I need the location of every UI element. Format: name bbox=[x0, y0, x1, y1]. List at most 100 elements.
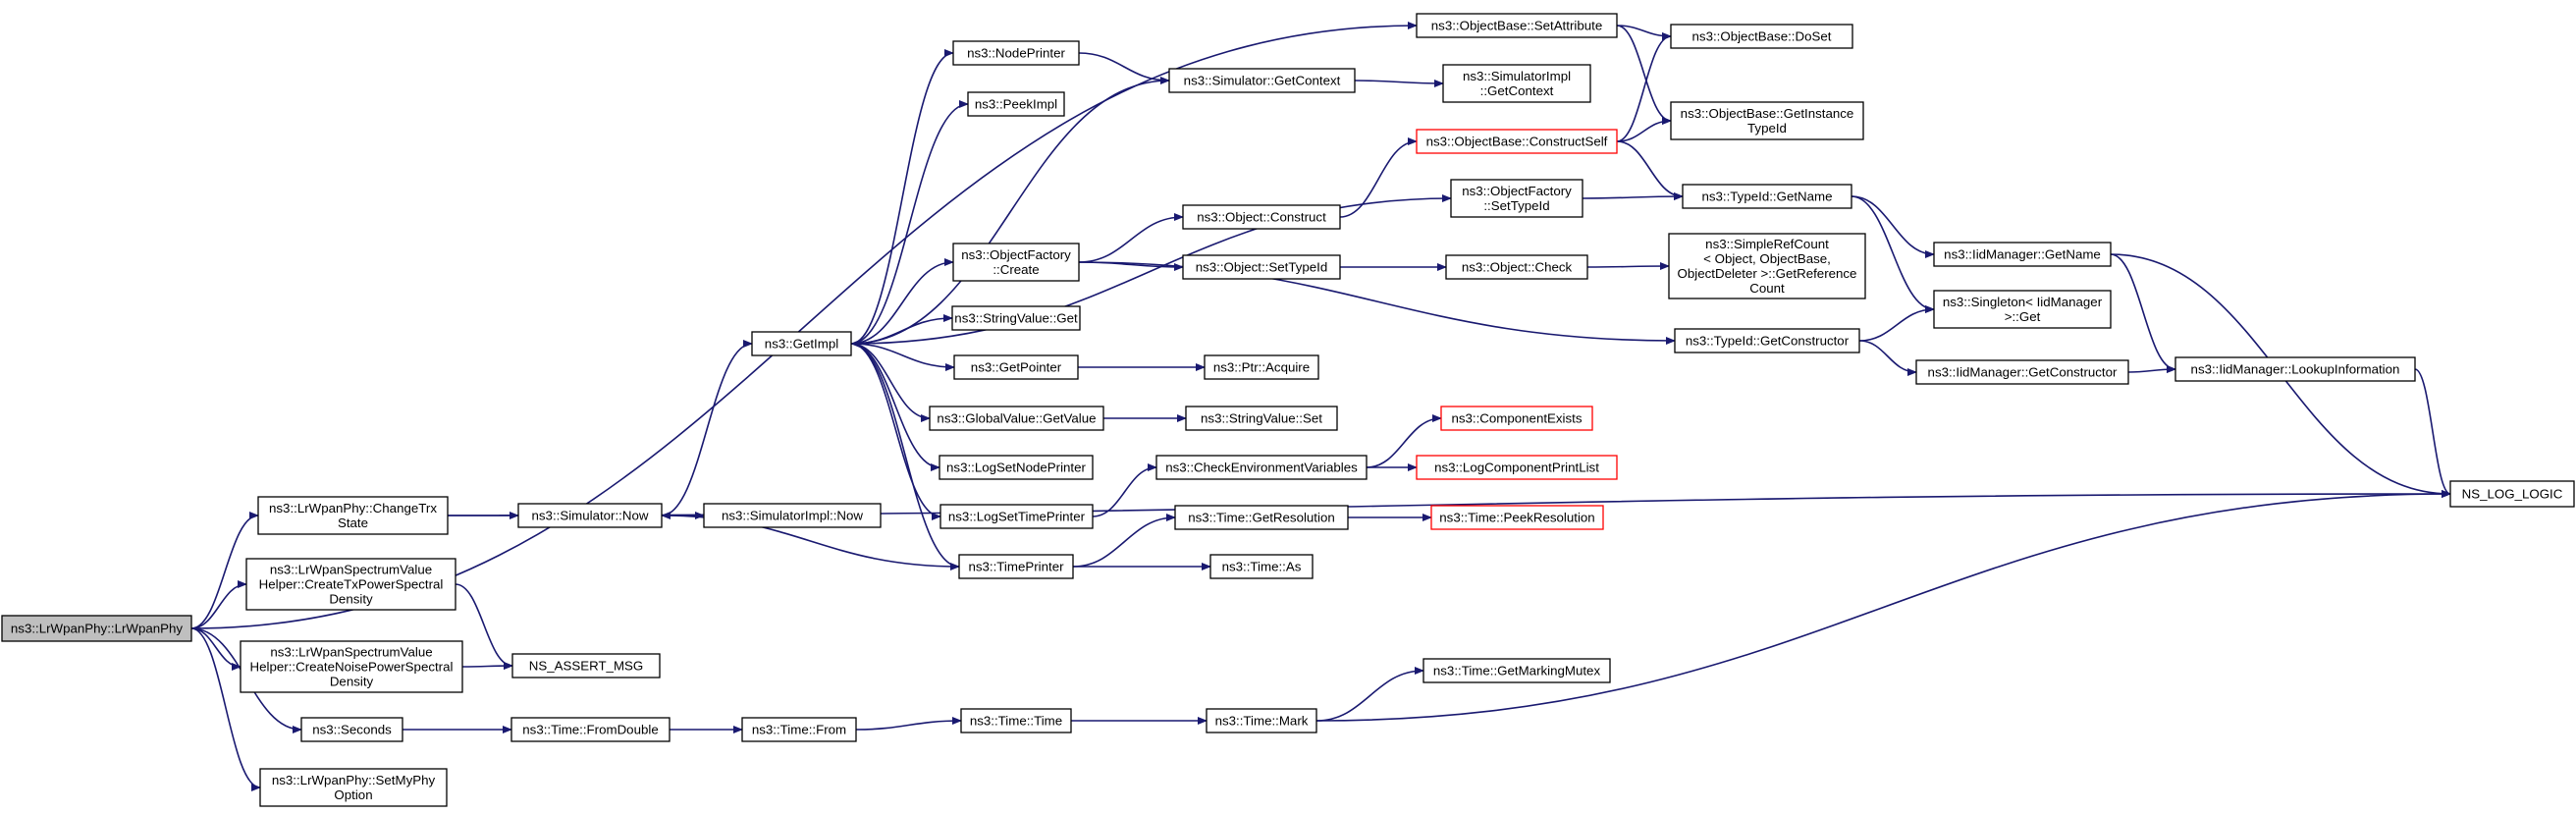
node-objfactorycreate[interactable]: ns3::ObjectFactory::Create bbox=[952, 243, 1080, 282]
node-box bbox=[300, 717, 403, 742]
node-box bbox=[1422, 658, 1611, 683]
edge-getimpl-to-logsetnodeprinter bbox=[850, 343, 940, 471]
edge-timeprinter-to-timegetres bbox=[1072, 514, 1176, 568]
node-timegetres[interactable]: ns3::Time::GetResolution bbox=[1174, 505, 1349, 530]
node-box bbox=[1933, 242, 2112, 267]
node-box bbox=[960, 708, 1072, 733]
node-iidgetname[interactable]: ns3::IidManager::GetName bbox=[1933, 242, 2112, 267]
node-checkenv[interactable]: ns3::CheckEnvironmentVariables bbox=[1155, 455, 1368, 480]
node-timemark[interactable]: ns3::Time::Mark bbox=[1206, 708, 1317, 733]
edge-typeidgetname-to-iidgetname bbox=[1851, 195, 1935, 258]
node-box bbox=[1, 615, 192, 642]
node-box bbox=[1450, 179, 1583, 218]
node-assertmsg[interactable]: NS_ASSERT_MSG bbox=[511, 653, 661, 678]
node-timeas[interactable]: ns3::Time::As bbox=[1209, 554, 1314, 579]
node-nodeprinter[interactable]: ns3::NodePrinter bbox=[952, 40, 1080, 66]
node-box bbox=[741, 717, 857, 742]
node-stringvalueset[interactable]: ns3::StringValue::Set bbox=[1185, 406, 1338, 431]
node-timefrom[interactable]: ns3::Time::From bbox=[741, 717, 857, 742]
node-createtx[interactable]: ns3::LrWpanSpectrumValueHelper::CreateTx… bbox=[245, 558, 456, 611]
node-box bbox=[1182, 204, 1341, 230]
node-timeprinter[interactable]: ns3::TimePrinter bbox=[958, 554, 1074, 579]
node-simimplnow[interactable]: ns3::SimulatorImpl::Now bbox=[703, 503, 882, 528]
node-timetime[interactable]: ns3::Time::Time bbox=[960, 708, 1072, 733]
edge-typeidgetconstructor-to-singletonget bbox=[1858, 305, 1935, 342]
node-box bbox=[1668, 233, 1866, 299]
node-logcomponentprintlist[interactable]: ns3::LogComponentPrintList bbox=[1416, 455, 1618, 480]
node-timepeekres[interactable]: ns3::Time::PeekResolution bbox=[1430, 505, 1604, 530]
node-box bbox=[240, 640, 463, 693]
node-simgetcontext[interactable]: ns3::Simulator::GetContext bbox=[1168, 68, 1356, 93]
edge-getimpl-to-objfactorysettypeid bbox=[850, 194, 1452, 345]
node-label: ns3::Time::As bbox=[1222, 560, 1302, 574]
node-peekimpl[interactable]: ns3::PeekImpl bbox=[967, 91, 1065, 117]
node-simnow[interactable]: ns3::Simulator::Now bbox=[517, 503, 663, 528]
node-label: ns3::SimulatorImpl bbox=[1463, 69, 1571, 83]
node-label: ns3::ComponentExists bbox=[1451, 411, 1582, 426]
node-iidlookup[interactable]: ns3::IidManager::LookupInformation bbox=[2174, 356, 2416, 382]
node-box bbox=[1206, 708, 1317, 733]
node-label: ns3::GlobalValue::GetValue bbox=[937, 411, 1096, 426]
node-seconds[interactable]: ns3::Seconds bbox=[300, 717, 403, 742]
node-label: Helper::CreateNoisePowerSpectral bbox=[250, 660, 454, 675]
node-iidgetconstructor[interactable]: ns3::IidManager::GetConstructor bbox=[1915, 359, 2129, 385]
node-label: ns3::Seconds bbox=[312, 723, 392, 737]
node-box bbox=[958, 554, 1074, 579]
edge-iidgetname-to-iidlookup bbox=[2110, 253, 2176, 373]
edge-simgetcontext-to-simimplgetcontext bbox=[1354, 79, 1444, 87]
node-label: Helper::CreateTxPowerSpectral bbox=[259, 577, 444, 592]
node-label: ns3::GetPointer bbox=[971, 360, 1062, 375]
node-objbasesetattr[interactable]: ns3::ObjectBase::SetAttribute bbox=[1416, 13, 1618, 38]
node-ptracquire[interactable]: ns3::Ptr::Acquire bbox=[1204, 354, 1319, 380]
node-objfactorysettypeid[interactable]: ns3::ObjectFactory::SetTypeId bbox=[1450, 179, 1583, 218]
node-logsettimeprinter[interactable]: ns3::LogSetTimePrinter bbox=[939, 504, 1094, 529]
node-objbaseconstructself[interactable]: ns3::ObjectBase::ConstructSelf bbox=[1416, 129, 1618, 154]
edge-objfactorycreate-to-objconstruct bbox=[1078, 213, 1184, 263]
node-label: ns3::SimpleRefCount bbox=[1705, 237, 1829, 251]
node-label: ns3::ObjectBase::DoSet bbox=[1692, 29, 1832, 44]
node-label: ns3::ObjectBase::SetAttribute bbox=[1431, 19, 1602, 33]
node-getimpl[interactable]: ns3::GetImpl bbox=[751, 331, 852, 356]
node-objbasedoset[interactable]: ns3::ObjectBase::DoSet bbox=[1670, 24, 1853, 49]
node-box bbox=[257, 496, 449, 535]
node-objcheck[interactable]: ns3::Object::Check bbox=[1445, 254, 1588, 280]
node-box bbox=[2174, 356, 2416, 382]
edge-createnoise-to-assertmsg bbox=[461, 662, 513, 671]
node-fromdouble[interactable]: ns3::Time::FromDouble bbox=[510, 717, 671, 742]
node-componentexists[interactable]: ns3::ComponentExists bbox=[1440, 406, 1593, 431]
node-createnoise[interactable]: ns3::LrWpanSpectrumValueHelper::CreateNo… bbox=[240, 640, 463, 693]
node-label: State bbox=[338, 516, 368, 530]
node-stringvalueget[interactable]: ns3::StringValue::Get bbox=[951, 305, 1081, 331]
edge-lrwpanphy-to-createtx bbox=[190, 580, 247, 629]
node-objsettypeid[interactable]: ns3::Object::SetTypeId bbox=[1182, 254, 1341, 280]
node-box bbox=[1168, 68, 1356, 93]
node-box bbox=[259, 768, 448, 807]
node-label: Density bbox=[329, 592, 373, 607]
node-getpointer[interactable]: ns3::GetPointer bbox=[953, 354, 1079, 380]
node-label: ns3::ObjectBase::ConstructSelf bbox=[1426, 135, 1608, 149]
node-objconstruct[interactable]: ns3::Object::Construct bbox=[1182, 204, 1341, 230]
node-simimplgetcontext[interactable]: ns3::SimulatorImpl::GetContext bbox=[1442, 64, 1591, 103]
node-box bbox=[751, 331, 852, 356]
node-box bbox=[1674, 328, 1860, 353]
node-typeidgetname[interactable]: ns3::TypeId::GetName bbox=[1682, 184, 1852, 209]
node-timegetmarkingmutex[interactable]: ns3::Time::GetMarkingMutex bbox=[1422, 658, 1611, 683]
node-globalvalueget[interactable]: ns3::GlobalValue::GetValue bbox=[929, 406, 1104, 431]
node-simplerefcount[interactable]: ns3::SimpleRefCount< Object, ObjectBase,… bbox=[1668, 233, 1866, 299]
node-box bbox=[703, 503, 882, 528]
node-singletonget[interactable]: ns3::Singleton< IidManager>::Get bbox=[1933, 290, 2112, 329]
node-logsetnodeprinter[interactable]: ns3::LogSetNodePrinter bbox=[939, 455, 1094, 480]
node-label: ns3::Simulator::GetContext bbox=[1184, 74, 1341, 88]
node-box bbox=[1915, 359, 2129, 385]
node-box bbox=[939, 504, 1094, 529]
node-nsloglogic[interactable]: NS_LOG_LOGIC bbox=[2449, 480, 2575, 508]
edge-getimpl-to-peekimpl bbox=[850, 100, 969, 345]
node-label: Density bbox=[330, 675, 374, 689]
node-typeidgetconstructor[interactable]: ns3::TypeId::GetConstructor bbox=[1674, 328, 1860, 353]
node-lrwpanphy[interactable]: ns3::LrWpanPhy::LrWpanPhy bbox=[1, 615, 192, 642]
node-label: ns3::PeekImpl bbox=[975, 97, 1057, 112]
edge-timefrom-to-timetime bbox=[855, 717, 962, 731]
